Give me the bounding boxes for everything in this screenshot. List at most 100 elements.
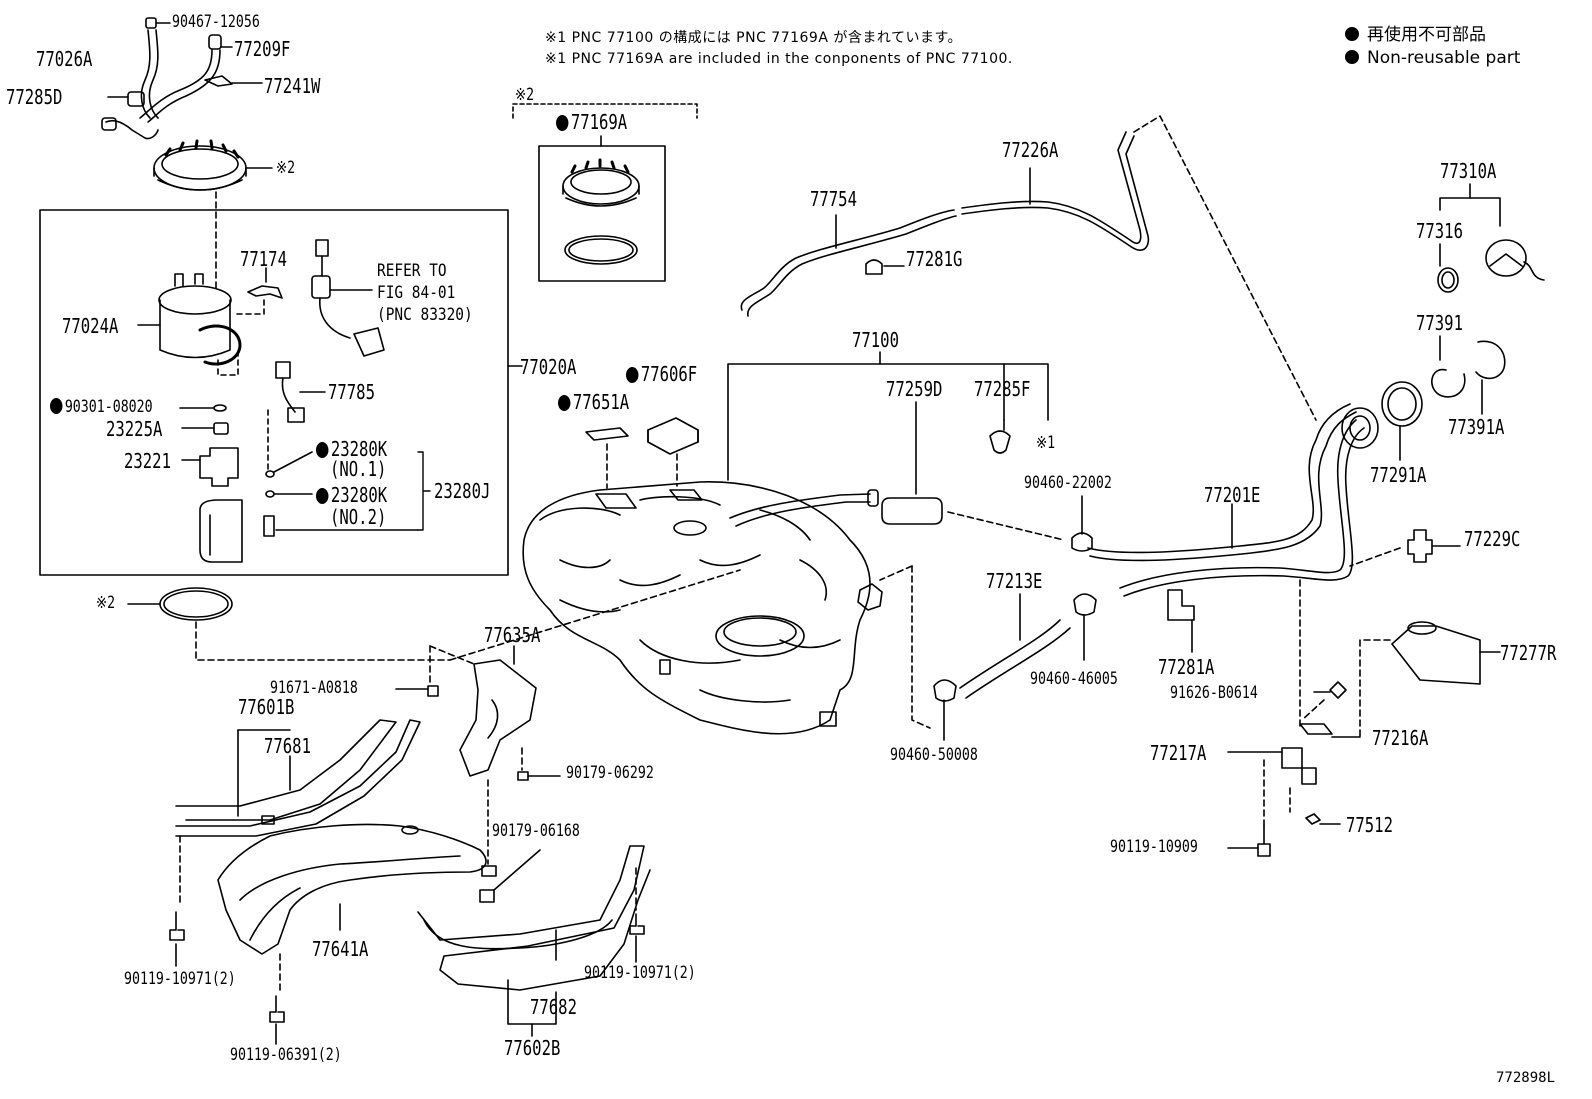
tank-pad-77651A: [585, 427, 629, 489]
non-reusable-dot-icon: [316, 442, 329, 458]
part-77216A: 77216A: [1372, 726, 1429, 750]
part-23280J: 23280J: [434, 479, 491, 503]
part-77217A: 77217A: [1150, 741, 1207, 765]
part-77681: 77681: [264, 734, 311, 758]
part-77169A-label: 77169A: [570, 110, 628, 134]
mark-2-top-left: ※2: [276, 158, 296, 178]
part-77241W: 77241W: [264, 74, 321, 98]
bolts-lower: [169, 911, 645, 1045]
refer-line3: (PNC 83320): [377, 305, 473, 325]
part-77601B: 77601B: [238, 695, 295, 719]
part-90119-10971-right: 90119-10971(2): [584, 963, 696, 983]
part-90301-08020: 90301-08020: [50, 398, 153, 417]
part-77651A: 77651A: [558, 391, 629, 413]
part-77316: 77316: [1416, 219, 1463, 243]
part-23225A: 23225A: [106, 417, 163, 441]
figure-id: 772898L: [1496, 1070, 1556, 1086]
note-en: ※1 PNC 77169A are included in the conpon…: [545, 51, 1013, 67]
hose-77226A: [961, 115, 1317, 421]
part-23280K-1-label: 23280K: [330, 437, 388, 461]
protector-77635A: [395, 645, 561, 781]
clip-77285F: [989, 419, 1011, 454]
non-reusable-dot-icon: [1345, 27, 1359, 41]
non-reusable-dot-icon: [1345, 50, 1359, 64]
refer-line1: REFER TO: [377, 261, 447, 281]
note-jp: ※1 PNC 77100 の構成には PNC 77169A が含まれています。: [545, 30, 963, 46]
non-reusable-dot-icon: [556, 115, 569, 131]
part-90179-06168: 90179-06168: [492, 821, 580, 841]
part-77281G: 77281G: [906, 247, 963, 271]
lock-ring-top: [153, 139, 273, 191]
clamp-77281G: [865, 259, 905, 275]
part-77641A: 77641A: [312, 937, 369, 961]
kit-box: [538, 145, 666, 282]
part-77169A: 77169A: [556, 111, 627, 133]
tank-pad-77606F: [647, 417, 699, 487]
part-no1: (NO.1): [330, 457, 387, 481]
part-90460-50008: 90460-50008: [890, 745, 978, 765]
mark-2-left: ※2: [96, 593, 116, 613]
kit-bracket: [512, 103, 698, 119]
part-90119-10909: 90119-10909: [1110, 837, 1198, 857]
part-77606F: 77606F: [626, 363, 697, 385]
strap-77601B: [175, 719, 421, 905]
non-reusable-dot-icon: [626, 367, 639, 383]
part-77226A: 77226A: [1002, 138, 1059, 162]
part-23221: 23221: [124, 449, 171, 473]
vent-hose-assembly: [101, 17, 263, 140]
part-77229C: 77229C: [1464, 527, 1521, 551]
part-77651A-label: 77651A: [572, 390, 630, 414]
clip-77229C: [1349, 529, 1461, 567]
seal-77291A: [1381, 381, 1423, 461]
part-90467-12056: 90467-12056: [172, 12, 260, 32]
part-77174: 77174: [240, 247, 287, 271]
part-77602B: 77602B: [504, 1036, 561, 1060]
clamp-90460-46005: [1073, 593, 1097, 661]
nut-90179-06168: [479, 779, 541, 903]
ring-77391: [1431, 335, 1506, 415]
part-77391: 77391: [1416, 311, 1463, 335]
part-77754: 77754: [810, 187, 857, 211]
legend-en: Non-reusable part: [1345, 47, 1520, 69]
hose-77259D: [881, 401, 1065, 541]
part-77635A: 77635A: [484, 623, 541, 647]
hose-77213E: [959, 593, 1071, 699]
kit-ring-and-gasket: [562, 158, 640, 265]
part-77100: 77100: [852, 328, 899, 352]
legend-en-text: Non-reusable part: [1367, 48, 1521, 68]
part-no2: (NO.2): [330, 505, 387, 529]
part-90460-22002: 90460-22002: [1024, 473, 1112, 493]
part-77213E: 77213E: [986, 569, 1043, 593]
part-77285D: 77285D: [6, 85, 63, 109]
part-90460-46005: 90460-46005: [1030, 669, 1118, 689]
part-23280K-1: 23280K: [316, 438, 387, 460]
part-77285F: 77285F: [974, 377, 1031, 401]
part-77201E: 77201E: [1204, 483, 1261, 507]
legend-jp-text: 再使用不可部品: [1367, 25, 1486, 45]
pump-assembly-box: [39, 209, 509, 576]
part-77606F-label: 77606F: [640, 362, 698, 386]
part-90301-08020-label: 90301-08020: [64, 397, 153, 417]
non-reusable-dot-icon: [316, 488, 329, 504]
part-23280K-2-label: 23280K: [330, 483, 388, 507]
part-77020A: 77020A: [520, 355, 577, 379]
clamp-90460-22002: [1071, 495, 1093, 552]
hose-77754: [740, 209, 957, 317]
part-77209F: 77209F: [234, 37, 291, 61]
part-77391A: 77391A: [1448, 415, 1505, 439]
clamp-77281A: [1167, 589, 1195, 653]
part-77291A: 77291A: [1370, 463, 1427, 487]
legend-jp: 再使用不可部品: [1345, 24, 1486, 46]
part-91671-A0818: 91671-A0818: [270, 678, 358, 698]
part-77024A: 77024A: [62, 314, 119, 338]
filler-box-77277R: [1359, 621, 1501, 741]
harness-77785: [275, 361, 326, 423]
gasket-left: [127, 569, 741, 661]
mark-2-kit: ※2: [515, 85, 535, 105]
part-77310A: 77310A: [1440, 159, 1497, 183]
part-90119-06391: 90119-06391(2): [230, 1045, 342, 1065]
non-reusable-dot-icon: [558, 395, 571, 411]
fuel-cap-assembly: [1437, 183, 1545, 293]
part-91626-B0614: 91626-B0614: [1170, 683, 1258, 703]
